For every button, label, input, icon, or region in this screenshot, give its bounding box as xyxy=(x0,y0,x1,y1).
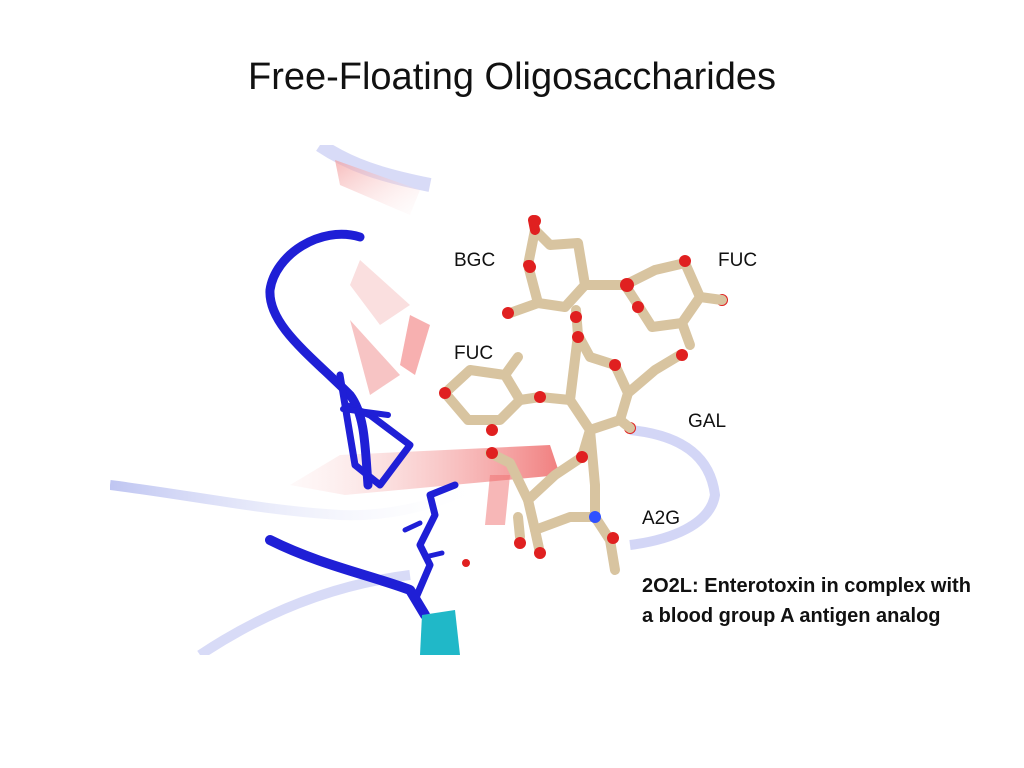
background-ribbons xyxy=(110,145,721,655)
figure-caption: 2O2L: Enterotoxin in complex with a bloo… xyxy=(642,575,971,627)
label-a2g: A2G xyxy=(642,508,681,529)
molecule-figure: BGC FUC FUC GAL A2G xyxy=(110,145,757,655)
oligosaccharide xyxy=(439,215,728,575)
label-bgc: BGC xyxy=(454,250,496,271)
label-fuc-top: FUC xyxy=(718,250,758,271)
helix-fragment xyxy=(420,610,460,655)
slide-title: Free-Floating Oligosaccharides xyxy=(247,56,776,98)
molecule-render xyxy=(110,145,728,655)
label-fuc-left: FUC xyxy=(454,343,494,364)
protein-backbone xyxy=(265,229,459,620)
water-oxygen xyxy=(462,559,470,567)
label-gal: GAL xyxy=(688,411,727,432)
